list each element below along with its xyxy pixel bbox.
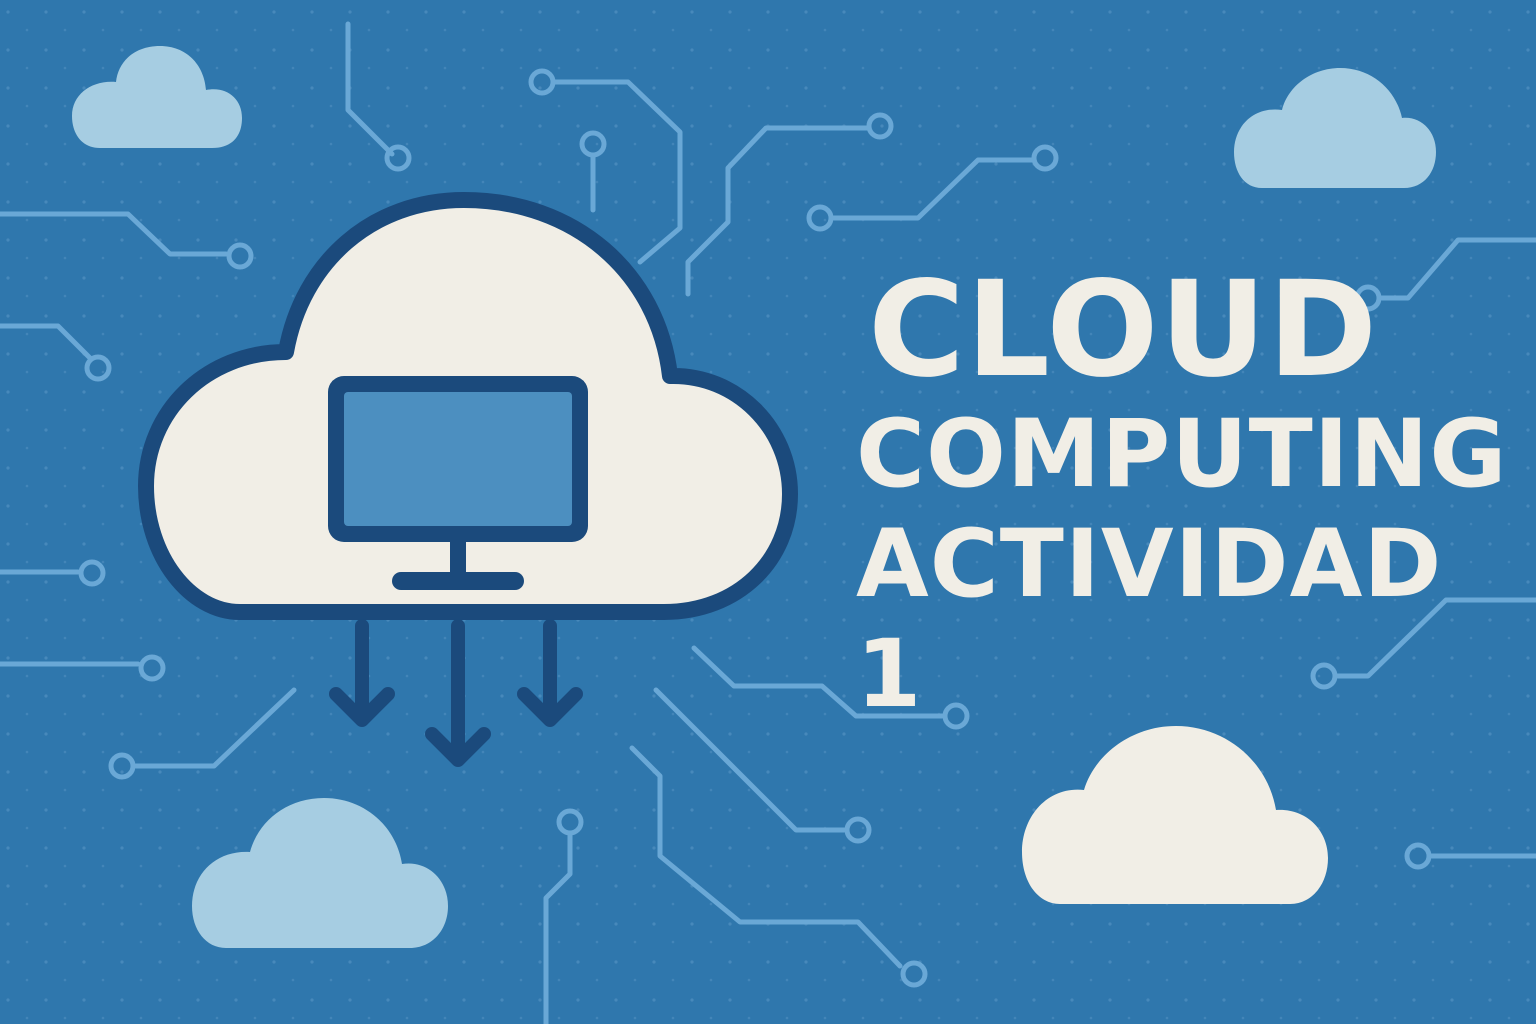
circuit-trace bbox=[691, 645, 945, 719]
circuit-node bbox=[806, 204, 834, 232]
circuit-lines bbox=[0, 21, 1536, 1024]
circuit-node bbox=[942, 702, 970, 730]
circuit-node bbox=[78, 559, 106, 587]
cloud-icon bbox=[192, 798, 448, 948]
title-block: CLOUD COMPUTING ACTIVIDAD 1 bbox=[856, 253, 1508, 730]
circuit-trace bbox=[0, 323, 93, 361]
circuit-node bbox=[528, 68, 556, 96]
circuit-node bbox=[226, 242, 254, 270]
download-arrows-icon bbox=[329, 619, 583, 767]
circuit-node bbox=[866, 112, 894, 140]
circuit-node bbox=[556, 808, 584, 836]
circuit-node bbox=[844, 816, 872, 844]
circuit-node bbox=[138, 654, 166, 682]
circuit-trace bbox=[345, 21, 395, 157]
circuit-trace bbox=[0, 211, 229, 257]
circuit-trace bbox=[629, 745, 903, 969]
circuit-trace bbox=[543, 833, 573, 1024]
monitor-stand bbox=[450, 540, 466, 576]
circuit-trace bbox=[133, 687, 297, 769]
circuit-node bbox=[1354, 284, 1382, 312]
title-line-3: ACTIVIDAD 1 bbox=[856, 510, 1443, 729]
monitor-screen bbox=[344, 392, 572, 526]
circuit-trace bbox=[831, 157, 1035, 221]
arrow-down-icon bbox=[425, 619, 491, 767]
circuit-node bbox=[84, 354, 112, 382]
circuit-node bbox=[1404, 842, 1432, 870]
cloud-icon bbox=[1234, 68, 1436, 188]
circuit-trace bbox=[653, 687, 847, 833]
circuit-node bbox=[1031, 144, 1059, 172]
monitor-base bbox=[392, 572, 524, 590]
arrow-down-icon bbox=[517, 619, 583, 727]
circuit-node bbox=[1310, 662, 1338, 690]
circuit-trace bbox=[685, 125, 871, 297]
circuit-node bbox=[108, 752, 136, 780]
circuit-node bbox=[579, 130, 607, 158]
arrow-down-icon bbox=[329, 619, 395, 727]
circuit-trace bbox=[1379, 237, 1536, 301]
circuit-trace bbox=[1335, 597, 1536, 679]
cloud-icon bbox=[1022, 726, 1328, 904]
circuit-trace bbox=[552, 79, 683, 265]
title-line-1: CLOUD bbox=[868, 253, 1379, 407]
title-line-2: COMPUTING bbox=[856, 400, 1508, 509]
circuit-node bbox=[900, 960, 928, 988]
cloud-icon bbox=[72, 46, 242, 148]
circuit-node bbox=[384, 144, 412, 172]
cloud-monitor-icon bbox=[138, 192, 798, 620]
